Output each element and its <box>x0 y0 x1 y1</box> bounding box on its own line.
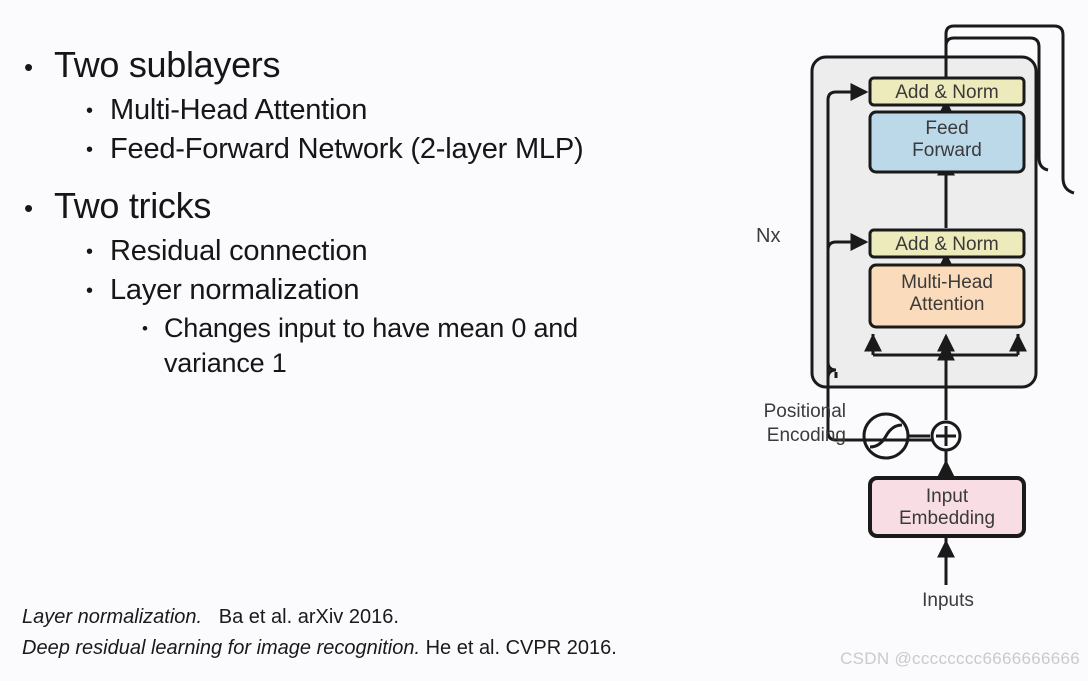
reference-citation: He et al. CVPR 2016. <box>425 636 617 659</box>
reference-item-1: Layer normalization. Ba et al. arXiv 201… <box>22 602 822 632</box>
bullet-list: • Two sublayers • Multi-Head Attention •… <box>24 42 764 381</box>
bullet-marker-icon: • <box>24 52 34 82</box>
mha-line2: Attention <box>909 294 985 316</box>
feed-forward-line1: Feed <box>925 118 969 139</box>
reference-title: Layer normalization. <box>22 606 203 629</box>
bullet-marker-icon: • <box>86 280 94 303</box>
csdn-watermark: CSDN @cccccccc6666666666 <box>840 649 1080 668</box>
bullet-item-6: • Layer normalization <box>24 271 764 310</box>
inputs-label: Inputs <box>922 590 974 611</box>
add-norm-bottom-box <box>868 228 1026 259</box>
pos-line1: Positional <box>763 401 846 422</box>
bullet-item-5: • Residual connection <box>24 232 764 271</box>
mha-line1: Multi-Head <box>901 272 993 293</box>
feed-forward-line2: Forward <box>912 140 982 162</box>
bullet-text: variance 1 <box>164 347 287 378</box>
multi-head-attention-label: Multi-Head Attention <box>870 272 1024 317</box>
bullet-marker-icon: • <box>86 99 94 122</box>
feed-forward-box <box>868 110 1026 174</box>
input-embedding-label: Input Embedding <box>870 486 1024 531</box>
bullet-text: Feed-Forward Network (2-layer MLP) <box>110 133 584 166</box>
bullet-item-1: • Two sublayers <box>24 42 764 89</box>
reference-list: Layer normalization. Ba et al. arXiv 201… <box>22 602 822 663</box>
bullet-marker-icon: • <box>24 192 34 223</box>
bullet-marker-icon: • <box>142 318 148 338</box>
reference-citation: Ba et al. arXiv 2016. <box>218 606 399 629</box>
embedding-line2: Embedding <box>898 508 996 530</box>
bullet-marker-icon: • <box>86 240 94 263</box>
transformer-diagram: Add & Norm Feed Forward Add & Norm Multi… <box>718 0 1088 681</box>
bullet-text: Two tricks <box>54 184 212 226</box>
add-norm-top-box <box>868 76 1026 107</box>
bullet-item-7: • Changes input to have mean 0 and <box>24 311 764 345</box>
reference-item-2: Deep residual learning for image recogni… <box>22 633 822 663</box>
bullet-item-2: • Multi-Head Attention <box>24 91 764 130</box>
embedding-line1: Input <box>925 486 969 507</box>
positional-encoding-label: Positional Encoding <box>728 400 846 448</box>
bullet-text: Residual connection <box>110 234 368 267</box>
multi-head-attention-box <box>868 263 1026 329</box>
bullet-text: Multi-Head Attention <box>110 93 368 126</box>
bullet-item-3: • Feed-Forward Network (2-layer MLP) <box>24 130 764 169</box>
diagram-canvas <box>810 24 1075 585</box>
bullet-item-8: • variance 1 <box>24 346 764 380</box>
bullet-text: Two sublayers <box>54 44 281 85</box>
feed-forward-label: Feed Forward <box>870 118 1024 163</box>
pos-line2: Encoding <box>766 424 846 446</box>
bullet-text: Changes input to have mean 0 and <box>164 312 578 343</box>
bullet-marker-icon: • <box>86 139 94 162</box>
bullet-text: Layer normalization <box>110 274 360 307</box>
bullet-item-4: • Two tricks <box>24 183 764 230</box>
add-norm-top-label: Add & Norm <box>895 82 999 103</box>
reference-title: Deep residual learning for image recogni… <box>22 636 421 659</box>
add-norm-bottom-label: Add & Norm <box>895 234 999 255</box>
repeat-count-label: Nx <box>756 225 781 247</box>
